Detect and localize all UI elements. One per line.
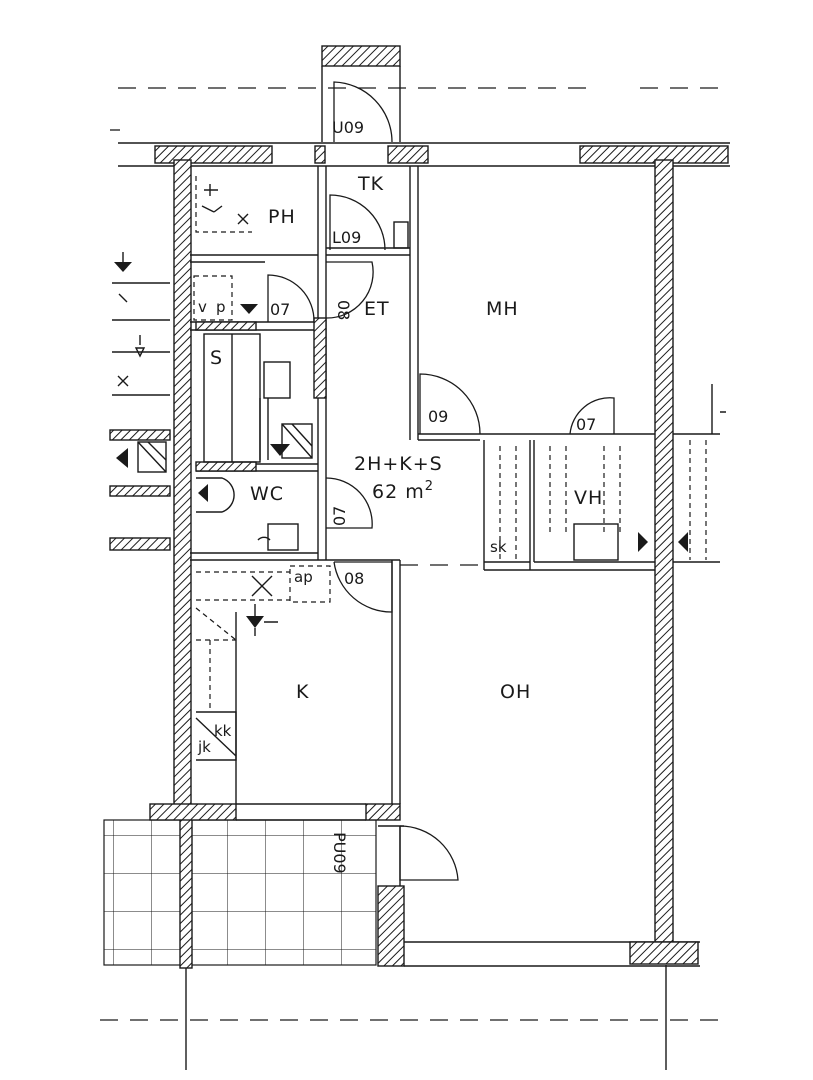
door-u09: U09 (332, 118, 364, 137)
door-07-wc: 07 (330, 506, 349, 526)
room-mh: MH (486, 298, 519, 320)
fixture-kk: kk (214, 722, 232, 740)
door-08-k: 08 (344, 569, 364, 588)
door-pu09: PU09 (330, 832, 349, 874)
door-l09: L09 (332, 228, 361, 247)
apartment-area: 62 m2 (372, 479, 434, 503)
door-08-et: 08 (334, 300, 353, 320)
room-wc: WC (250, 483, 284, 505)
room-tk: TK (357, 173, 384, 195)
fixture-v: v (198, 298, 207, 316)
door-07-ph: 07 (270, 300, 290, 319)
exterior-wall-left (173, 159, 192, 811)
bathroom-fixtures (193, 176, 258, 321)
exterior-wall-bottom (149, 803, 700, 967)
area-superscript: 2 (425, 479, 434, 494)
closet-box (393, 221, 409, 249)
closet-vh (499, 384, 726, 563)
terrace-tiles (103, 819, 377, 966)
wc-fixtures (196, 477, 299, 551)
room-vh: VH (574, 487, 603, 509)
exterior-wall-top (118, 142, 730, 167)
sauna-bench (203, 333, 313, 463)
door-09-mh: 09 (428, 407, 448, 426)
balcony-posts (185, 965, 667, 1070)
room-oh: OH (500, 681, 531, 703)
door-swings (267, 194, 615, 886)
apartment-type: 2H+K+S (354, 453, 443, 475)
fixture-ap: ap (294, 568, 313, 586)
room-k: K (296, 681, 309, 703)
fixture-sk: sk (490, 538, 507, 556)
room-et: ET (364, 298, 390, 320)
fixture-jk: jk (197, 738, 211, 756)
exterior-left-features (109, 252, 171, 551)
room-ph: PH (268, 206, 296, 228)
door-07-vh: 07 (576, 415, 596, 434)
room-s: S (210, 347, 223, 369)
guide-lines (100, 87, 730, 1021)
exterior-wall-right (654, 159, 674, 951)
kitchen-fixtures (195, 565, 331, 761)
fixture-p: p (216, 298, 226, 316)
entrance-vestibule (321, 45, 401, 143)
